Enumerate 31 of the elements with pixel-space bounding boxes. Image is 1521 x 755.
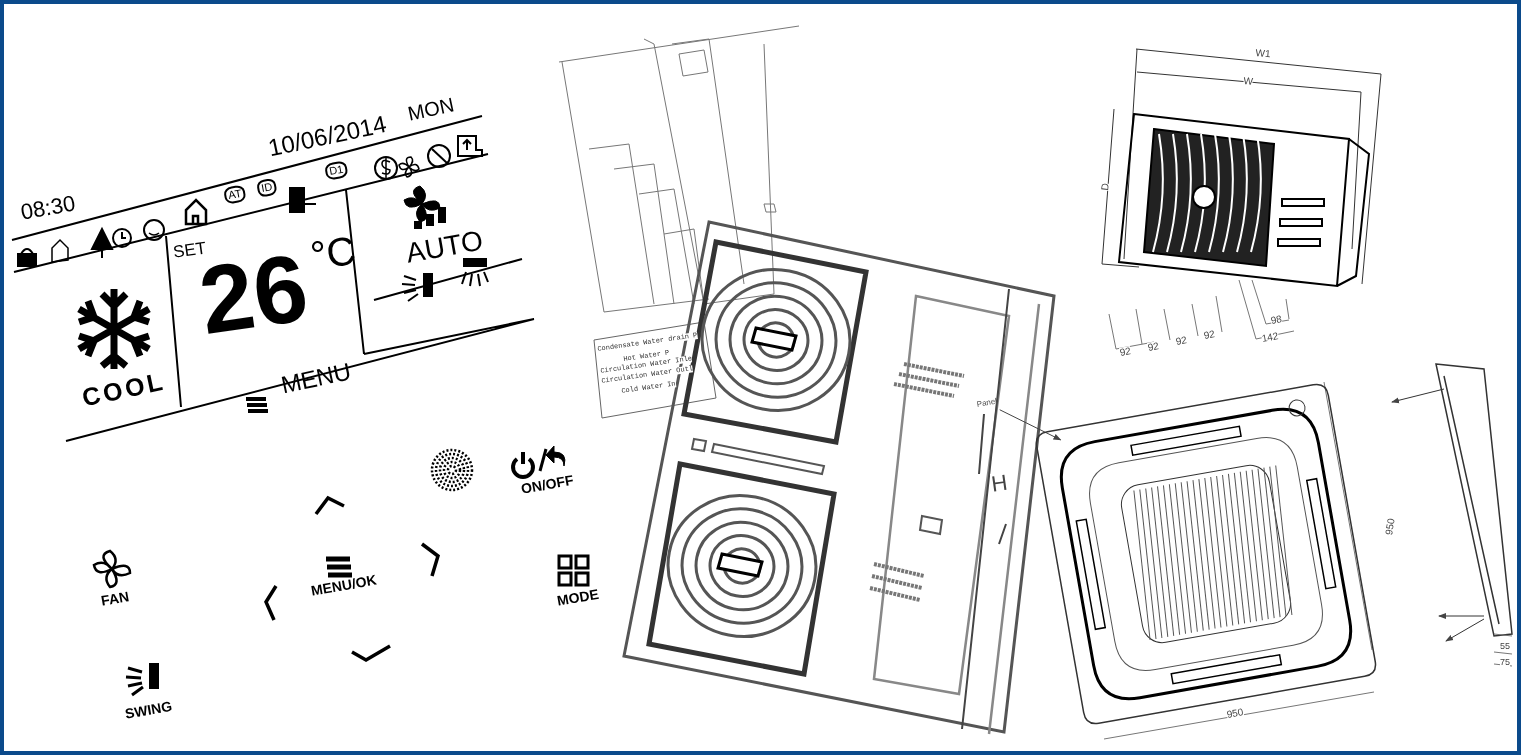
dimension-label: 142 (1261, 331, 1280, 344)
dimension-label: 950 (1226, 707, 1245, 720)
setpoint-caption: SET (172, 239, 208, 261)
dimension-label: W (1243, 76, 1254, 87)
dimension-label: W1 (1255, 48, 1271, 60)
dimension-label: 98 (1270, 314, 1283, 326)
dimension-label: 950 (1384, 517, 1397, 536)
button-label: FAN (100, 589, 130, 608)
dimension-label: 92 (1203, 329, 1216, 341)
dimension-label: 75 (1500, 658, 1510, 667)
leader-line (999, 409, 1062, 441)
status-indicator: AT (223, 184, 247, 205)
dimension-label: 92 (1147, 341, 1160, 353)
button-label: MODE (556, 586, 600, 608)
button-label: MENU/OK (310, 572, 378, 598)
dimension-label: 55 (1500, 642, 1510, 651)
status-indicator: ID (256, 177, 278, 198)
unit-label: °C (308, 229, 358, 276)
weekday-readout: MON (406, 94, 456, 124)
dimension-label: 92 (1175, 335, 1188, 347)
mode-label: COOL (80, 368, 168, 411)
date-readout: 10/06/2014 (266, 112, 389, 161)
dimension-label: 92 (1119, 346, 1132, 358)
part-label: Panel (976, 396, 998, 409)
button-label: ON/OFF (520, 472, 575, 496)
button-label: SWING (124, 698, 174, 721)
fan-mode-label: AUTO (404, 226, 485, 268)
status-indicator: D1 (324, 160, 349, 181)
menu-label: MENU (279, 359, 354, 398)
dimension-label: D (1100, 182, 1111, 192)
time-readout: 08:30 (19, 192, 78, 224)
